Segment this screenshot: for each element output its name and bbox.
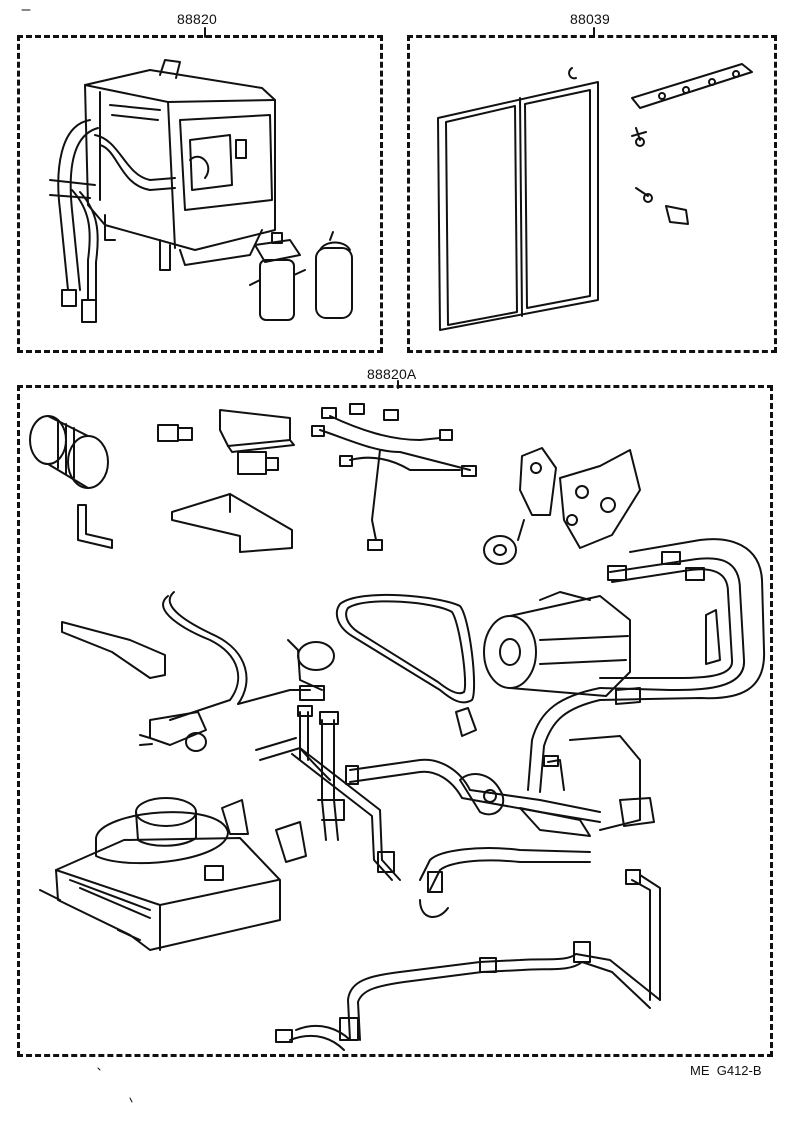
evaporator-pipes [49,119,176,323]
hose-bracket-right [615,609,721,705]
group-box-88820A [17,385,773,1057]
idler-pulley [483,519,525,565]
condenser-panel [437,67,599,331]
suction-line-lower [419,847,661,1001]
ac-compressor [483,591,631,697]
amplifier-box [219,409,295,453]
group-box-88820 [17,35,383,353]
screws-and-clip [631,127,689,225]
figure-code: ME G412-B [690,1063,762,1078]
vacuum-switching-valve [139,711,207,752]
mounting-rail [631,63,753,109]
label-88039: 88039 [570,11,610,27]
duct-hose [29,415,109,489]
wire-harness [311,403,477,551]
small-brackets [221,799,307,863]
receiver-drier [315,231,353,319]
receiver-component [249,232,306,321]
mount-bracket [171,493,293,553]
vertical-pipe [297,705,345,841]
discharge-lines [527,538,766,793]
long-bracket [61,621,166,679]
group-box-88039 [407,35,777,353]
liquid-line-lower [275,941,661,1051]
switch-module [237,451,279,475]
blower-unit [39,797,281,951]
label-88820: 88820 [177,11,217,27]
evaporator-unit [84,59,276,271]
compressor-bracket [519,447,641,549]
center-pipe-junction [255,707,655,881]
label-88820A: 88820A [367,366,417,382]
actuator-diaphragm [287,639,335,701]
scan-marks [21,9,133,1103]
small-bracket [77,504,113,549]
vacuum-hose [162,591,311,721]
relay-connector [157,424,193,442]
drive-belt [335,593,476,704]
